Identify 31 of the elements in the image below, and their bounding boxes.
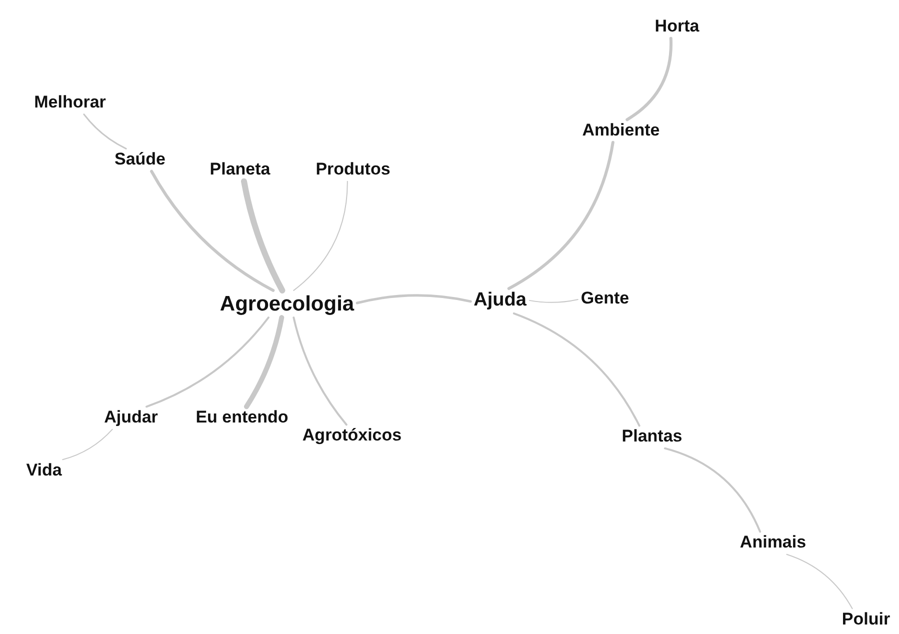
connector-line bbox=[293, 180, 348, 291]
connector-line bbox=[786, 554, 853, 610]
word-label: Poluir bbox=[842, 610, 890, 630]
connector-line bbox=[356, 294, 472, 304]
word-label: Agrotóxicos bbox=[302, 426, 402, 446]
word-label: Vida bbox=[26, 462, 62, 480]
word-label: Plantas bbox=[622, 428, 682, 446]
word-label: Ajuda bbox=[474, 290, 526, 312]
word-label: Ambiente bbox=[582, 122, 660, 140]
connector-line bbox=[146, 316, 270, 408]
word-label: Planeta bbox=[210, 160, 270, 180]
word-label: Ajudar bbox=[104, 408, 158, 428]
connector-line bbox=[512, 312, 640, 427]
word-label: Eu entendo bbox=[196, 408, 288, 428]
connector-line bbox=[240, 178, 286, 294]
connector-line bbox=[626, 36, 672, 122]
word-label: Melhorar bbox=[34, 94, 106, 112]
connector-line bbox=[528, 299, 578, 303]
word-label: Produtos bbox=[316, 160, 390, 180]
connector-line bbox=[244, 315, 284, 410]
word-label: Saúde bbox=[114, 150, 166, 170]
connector-line bbox=[83, 114, 127, 150]
connector-line bbox=[664, 447, 762, 533]
word-label: Agroecologia bbox=[220, 292, 354, 316]
word-label: Animais bbox=[740, 534, 806, 552]
word-label: Horta bbox=[654, 18, 700, 36]
connector-line bbox=[507, 140, 614, 290]
connector-line bbox=[62, 428, 113, 460]
connector-line bbox=[150, 170, 275, 292]
word-label: Gente bbox=[580, 290, 630, 308]
connector-line bbox=[292, 316, 348, 426]
